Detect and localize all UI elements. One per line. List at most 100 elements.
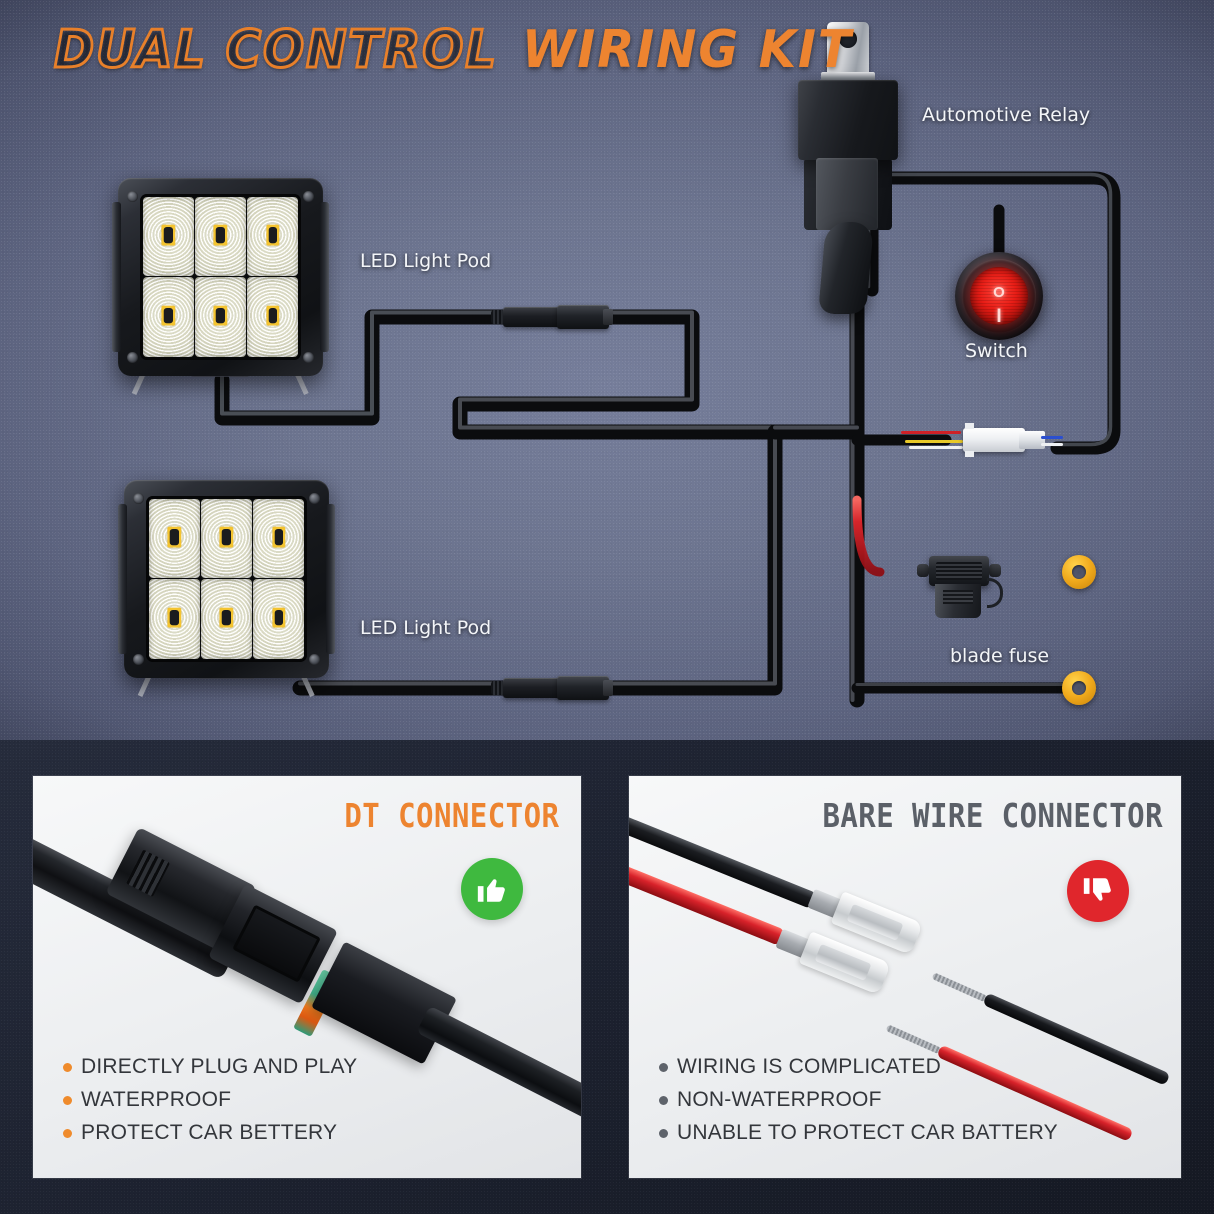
connector-male-half [503, 678, 561, 698]
thumbs-up-icon [461, 858, 523, 920]
pod-screw [308, 492, 320, 504]
bullet-dot-icon [63, 1095, 72, 1105]
list-item: NON-WATERPROOF [659, 1088, 1058, 1112]
switch-on-symbol-icon: I [996, 306, 1002, 325]
label-automotive-relay: Automotive Relay [922, 104, 1091, 126]
led-lens [194, 196, 247, 277]
led-lens [142, 196, 194, 277]
thumbs-down-icon [1067, 860, 1129, 922]
connector-shell [963, 428, 1025, 452]
led-lens [142, 277, 194, 358]
bullet-text: NON-WATERPROOF [677, 1088, 882, 1111]
bare-wire-drawbacks-list: WIRING IS COMPLICATED NON-WATERPROOF UNA… [659, 1055, 1058, 1154]
led-lens [148, 579, 200, 660]
inline-dt-connector-top[interactable] [491, 304, 615, 330]
wire-yellow [905, 440, 963, 443]
led-lens [200, 579, 253, 660]
list-item: PROTECT CAR BETTERY [63, 1121, 357, 1145]
wire-white-out [1041, 443, 1063, 446]
comparison-section: DT CONNECTOR DIRECTLY PLUG AND PLAY WATE… [0, 740, 1214, 1214]
pod-screw [308, 654, 320, 666]
bullet-dot-icon [63, 1128, 72, 1138]
fuse-wire-nub [989, 564, 1001, 577]
bullet-text: PROTECT CAR BETTERY [81, 1121, 338, 1144]
fuse-wire-nub [917, 564, 929, 577]
pod-screw [127, 190, 139, 202]
led-lens [247, 277, 299, 358]
connector-lip [603, 680, 613, 696]
bare-strands-red [885, 1024, 942, 1055]
connector-cap [1019, 431, 1045, 449]
connector-female-half [557, 305, 609, 329]
led-lens [247, 196, 299, 277]
bullet-text: WIRING IS COMPLICATED [677, 1055, 941, 1078]
wiring-diagram: DUAL CONTROL WIRING KIT [0, 0, 1214, 745]
list-item: WATERPROOF [63, 1088, 357, 1112]
relay-cable-boot [817, 222, 875, 314]
led-lens [194, 277, 247, 358]
connector-female-half [557, 676, 609, 700]
list-item: UNABLE TO PROTECT CAR BATTERY [659, 1121, 1058, 1145]
pod-housing [112, 178, 329, 376]
title-part-2: WIRING KIT [522, 20, 853, 80]
bullet-text: DIRECTLY PLUG AND PLAY [81, 1055, 358, 1078]
label-switch: Switch [965, 340, 1028, 362]
ring-terminal-positive[interactable] [1062, 555, 1096, 589]
pod-lens-array [145, 495, 308, 663]
pod-screw [302, 190, 314, 202]
pod-screw [133, 492, 145, 504]
bullet-text: UNABLE TO PROTECT CAR BATTERY [677, 1121, 1058, 1144]
dt-receptacle-cable [416, 1005, 581, 1142]
led-lens [253, 498, 305, 579]
pod-bracket-right [320, 201, 329, 353]
title-part-1: DUAL CONTROL [53, 20, 498, 80]
fuse-cap [929, 556, 989, 586]
pod-bracket-left [112, 201, 121, 353]
bullet-dot-icon [659, 1128, 668, 1138]
pod-bracket-right [326, 503, 335, 655]
led-lens [200, 498, 253, 579]
pod-lens-array [139, 193, 302, 361]
led-light-pod-top[interactable] [112, 178, 329, 396]
connector-lip [603, 309, 613, 325]
connector-tab [965, 451, 974, 457]
wire-white [909, 446, 963, 449]
pod-screw [133, 654, 145, 666]
bare-strands-black [931, 972, 988, 1003]
blade-fuse-holder[interactable] [917, 556, 1003, 630]
bullet-dot-icon [659, 1095, 668, 1105]
pod-screw [302, 352, 314, 364]
fuse-body [935, 584, 981, 618]
bullet-dot-icon [63, 1062, 72, 1072]
pod-bracket-left [118, 503, 127, 655]
bullet-text: WATERPROOF [81, 1088, 232, 1111]
relay-socket [816, 158, 878, 230]
led-light-pod-bottom[interactable] [118, 480, 335, 698]
connector-male-half [503, 307, 561, 327]
connector-tab [965, 423, 974, 429]
label-blade-fuse: blade fuse [950, 645, 1050, 667]
list-item: DIRECTLY PLUG AND PLAY [63, 1055, 357, 1079]
dt-panel-title: DT CONNECTOR [343, 796, 559, 835]
bare-wire-panel-title: BARE WIRE CONNECTOR [822, 796, 1163, 835]
dt-connector-panel: DT CONNECTOR DIRECTLY PLUG AND PLAY WATE… [33, 776, 581, 1178]
label-led-pod-bottom: LED Light Pod [360, 617, 492, 639]
dt-benefits-list: DIRECTLY PLUG AND PLAY WATERPROOF PROTEC… [63, 1055, 357, 1154]
wire-blue [1041, 436, 1063, 439]
switch-face: O I [970, 267, 1028, 325]
wire-red [901, 431, 961, 434]
page-title: DUAL CONTROL WIRING KIT [53, 23, 853, 78]
list-item: WIRING IS COMPLICATED [659, 1055, 1058, 1079]
rocker-switch[interactable]: O I [955, 252, 1043, 340]
label-led-pod-top: LED Light Pod [360, 250, 492, 272]
inline-dt-connector-bottom[interactable] [491, 675, 615, 701]
switch-off-symbol-icon: O [993, 284, 1005, 301]
led-lens [253, 579, 305, 660]
pod-screw [127, 352, 139, 364]
relay-body [798, 80, 898, 160]
nylon-connector[interactable] [901, 423, 1063, 457]
bare-wire-panel: BARE WIRE CONNECTOR WIRING IS COMPLICATE… [629, 776, 1181, 1178]
bullet-dot-icon [659, 1062, 668, 1072]
ring-terminal-negative[interactable] [1062, 671, 1096, 705]
